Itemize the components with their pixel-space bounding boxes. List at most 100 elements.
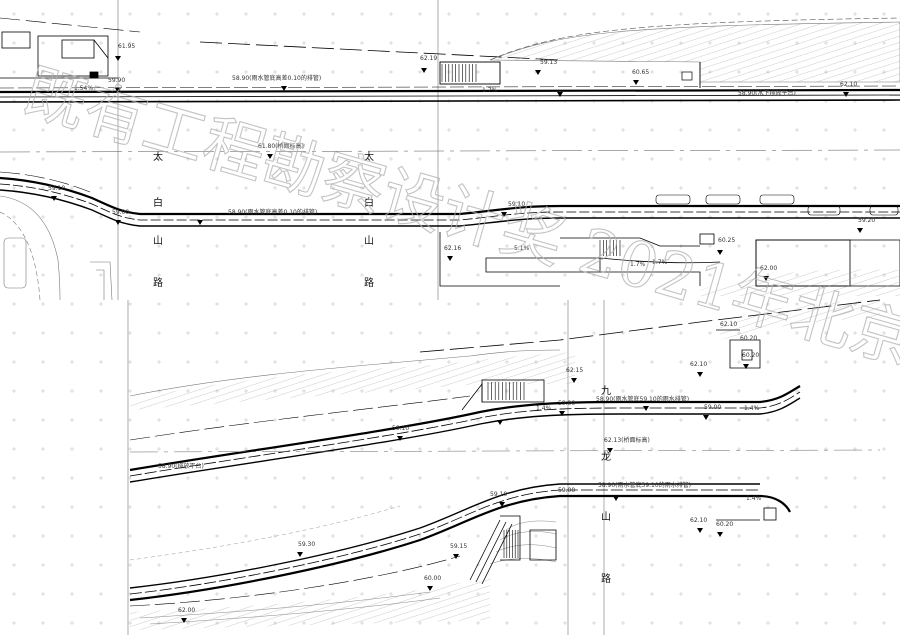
elevation-marker-icon [181,618,187,623]
elevation-label: 62.10 [690,517,707,524]
elevation-label: 61.95 [118,43,135,50]
elevation-marker-icon [197,220,203,225]
road-name-char: 白 [153,196,163,209]
road-name-char: 山 [364,235,374,247]
road-name-char: 太 [364,150,374,163]
elevation-label: 62.16 [444,245,461,252]
elevation-marker-icon [297,552,303,557]
elevation-marker-icon [607,448,613,453]
elevation-label: 60.00 [424,575,441,582]
note-label: 61.80(桥面标高) [258,142,304,150]
slope-label: 1.7% [652,259,668,266]
elevation-marker-icon [717,250,723,255]
slope-label: 1.4% [744,405,760,412]
elevation-marker-icon [267,154,273,159]
road-name-char: 山 [153,235,163,247]
elevation-marker-icon [115,220,121,225]
elevation-marker-icon [427,586,433,591]
elevation-label: 59.10 [392,425,409,432]
elevation-markers [51,56,863,623]
road-name-char: 山 [601,511,611,523]
elevation-marker-icon [633,80,639,85]
bottom-panel [127,299,881,635]
slope-label: 5.1% [514,245,530,252]
slope-labels: 1.54% 1.7% 5.1% 1.7% 1.7% 1.4% 1.4% 1.4% [74,85,762,502]
elevation-marker-icon [421,68,427,73]
annotation-notes: 58.90(雨水管底高差0.10的排管) 58.90(水下排放平台) 61.80… [158,74,796,489]
elevation-label: 60.65 [632,69,649,76]
elevation-label: 60.20 [716,521,733,528]
elevation-marker-icon [535,70,541,75]
elevation-marker-icon [743,364,749,369]
elevation-label: 62.10 [840,81,857,88]
top-panel [0,0,900,301]
note-label: 58.90(雨水管底高差0.10的排管) [228,208,317,216]
road-name-char: 龙 [601,450,611,463]
elevation-label: 59.20 [858,217,875,224]
elevation-marker-icon [843,92,849,97]
note-label: 58.90(雨水管底59.10的雨水排管) [596,395,689,403]
elevation-label: 59.30 [298,541,315,548]
elevation-label: 59.13 [540,59,557,66]
elevation-marker-icon [51,196,57,201]
slope-label: 1.7% [482,87,498,94]
road-name-char: 太 [153,150,163,163]
elevation-marker-icon [857,228,863,233]
slope-label: 1.54% [74,85,93,92]
elevation-marker-icon [397,436,403,441]
elevation-label: 60.20 [742,352,759,359]
elevation-marker-icon [571,378,577,383]
note-label: 58.90(排放平台) [158,462,204,470]
road-name-char: 路 [601,572,611,585]
slope-label: 1.4% [746,495,762,502]
elevation-label: 59.00 [112,209,129,216]
road-name-char: 路 [364,276,374,289]
elevation-label: 59.15 [450,543,467,550]
elevation-label: 59.10 [490,491,507,498]
note-label: 62.13(桥面标高) [604,436,650,444]
elevation-marker-icon [499,502,505,507]
elevation-marker-icon [501,212,507,217]
road-name-jiulong: 九 龙 山 路 [601,385,611,585]
elevation-label: 59.10 [48,185,65,192]
slope-label: 1.7% [630,261,646,268]
elevation-marker-icon [281,86,287,91]
elevation-label: 59.90 [108,77,125,84]
road-name-taibai-left: 太 白 山 路 [153,150,163,289]
elevation-marker-icon [703,415,709,420]
elevation-marker-icon [763,276,769,281]
elevation-label: 60.25 [718,237,735,244]
elevation-marker-icon [115,88,121,93]
elevation-label: 62.19 [420,55,437,62]
road-name-char: 九 [601,385,611,397]
elevation-marker-icon [643,406,649,411]
elevation-marker-icon [559,411,565,416]
note-label: 58.90(水下排放平台) [738,89,796,97]
elevation-label: 59.00 [704,404,721,411]
elevation-label: 59.10 [508,201,525,208]
elevation-marker-icon [115,56,121,61]
elevation-label: 62.15 [566,367,583,374]
elevation-marker-icon [613,496,619,501]
elevation-label: 62.00 [760,265,777,272]
elevation-marker-icon [697,372,703,377]
elevation-labels: 61.95 59.90 62.19 59.13 60.65 62.10 59.1… [48,43,875,614]
elevation-label: 62.10 [720,321,737,328]
elevation-label: 62.10 [690,361,707,368]
elevation-marker-icon [447,256,453,261]
elevation-marker-icon [497,420,503,425]
note-label: 58.90(雨水管底59.10的雨水排管) [598,481,691,489]
elevation-marker-icon [557,92,563,97]
watermark: 既有工程勘察设计奖 2021年北京市 [16,54,900,395]
elevation-label: 59.00 [558,400,575,407]
road-name-char: 路 [153,276,163,289]
elevation-marker-icon [717,532,723,537]
elevation-label: 62.00 [178,607,195,614]
note-label: 58.90(雨水管底高差0.10的排管) [232,74,321,82]
elevation-marker-icon [453,554,459,559]
road-name-taibai-right: 太 白 山 路 [364,150,374,289]
elevation-marker-icon [697,528,703,533]
slope-label: 1.4% [536,405,552,412]
road-name-char: 白 [364,196,374,209]
